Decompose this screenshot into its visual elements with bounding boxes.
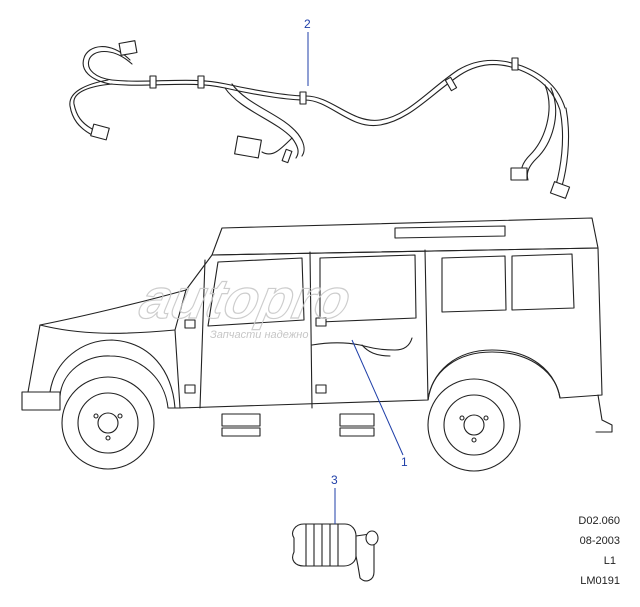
watermark-logo: autopro (135, 268, 357, 330)
reference-date: 08-2003 (579, 535, 620, 547)
callout-label-1: 1 (401, 455, 408, 469)
reference-code: D02.060 (578, 515, 620, 527)
reference-level: L1 (603, 555, 616, 567)
watermark-tagline: Запчасти надежно (210, 329, 308, 341)
watermark: autopro Запчасти надежно (134, 267, 357, 341)
reference-illustration: LM0191 (580, 575, 620, 587)
callout-grommet: 3 (331, 473, 338, 524)
callout-loom: 1 (351, 339, 408, 469)
grommet (292, 523, 379, 582)
callout-label-2: 2 (304, 17, 311, 31)
wiring-harness (69, 40, 571, 199)
vehicle-outline (21, 217, 613, 472)
callout-label-3: 3 (331, 473, 338, 487)
callout-harness: 2 (304, 17, 311, 86)
